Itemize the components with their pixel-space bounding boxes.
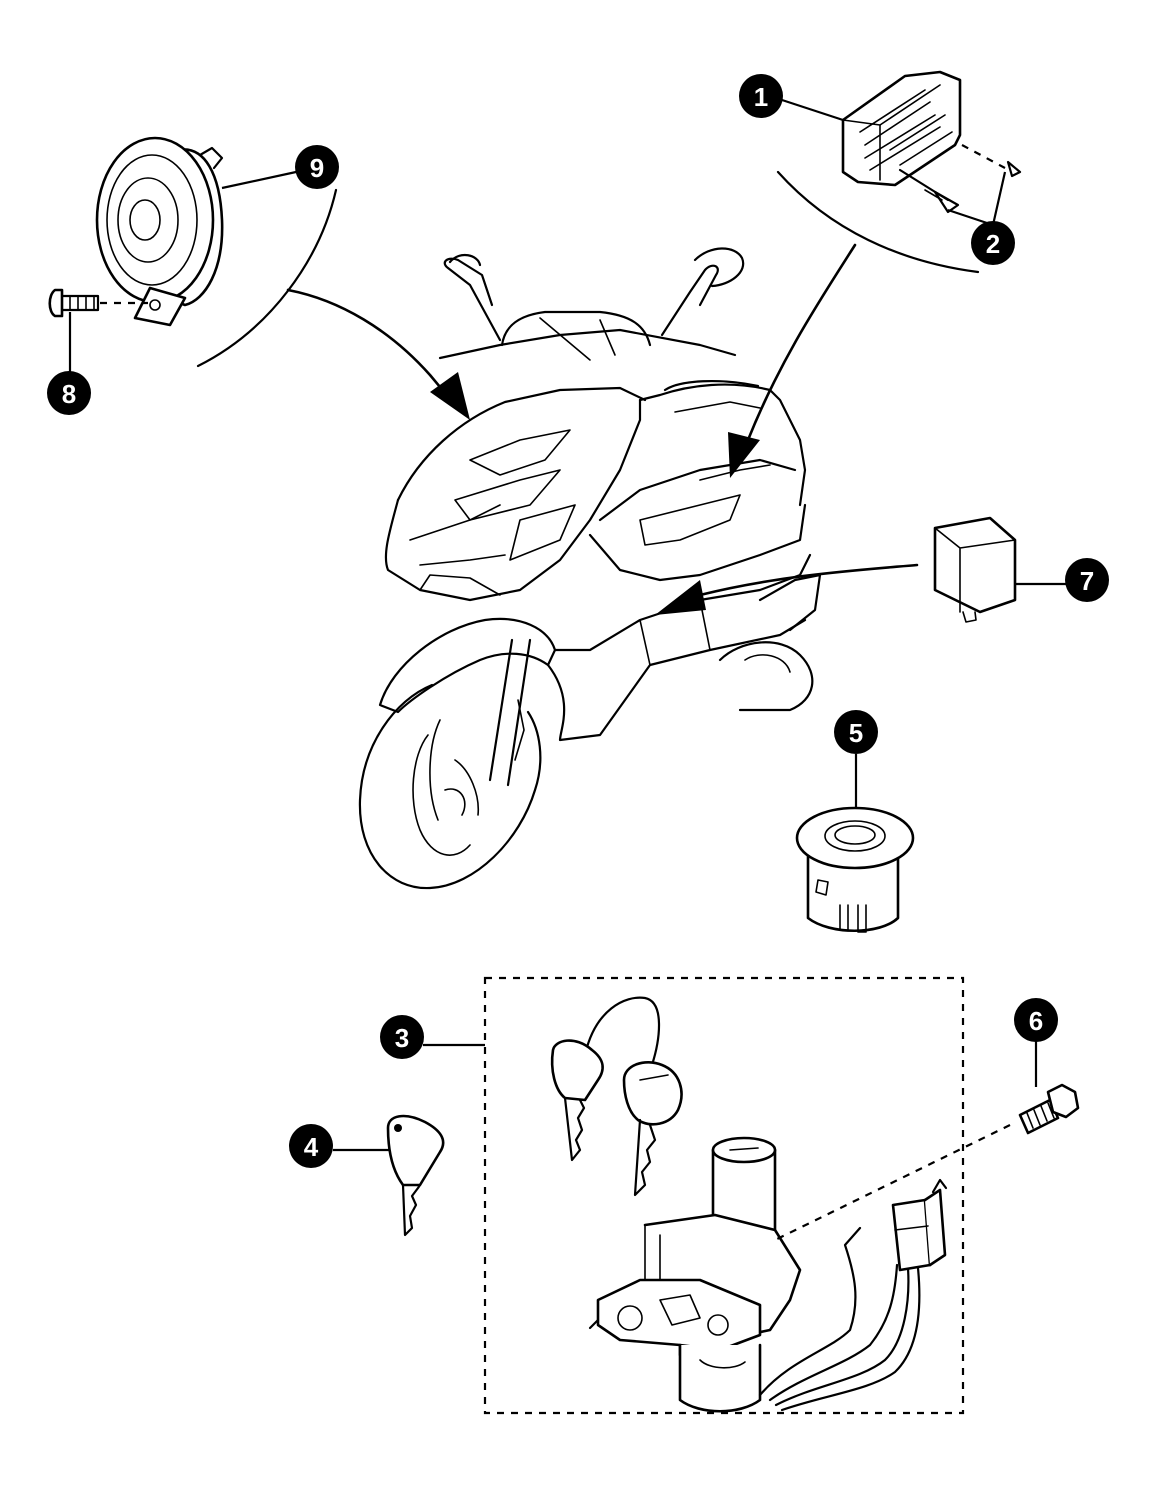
lock-bushing-part [795, 806, 915, 933]
callout-9: 9 [295, 145, 339, 189]
relay-part [933, 516, 1017, 623]
callout-1: 1 [739, 74, 783, 118]
location-arrows [196, 170, 980, 615]
svg-text:7: 7 [1080, 566, 1094, 596]
callout-5: 5 [834, 710, 878, 754]
svg-text:9: 9 [310, 153, 324, 183]
horn-part [48, 136, 224, 327]
callout-badges: 1 2 3 4 5 6 7 8 [47, 74, 1109, 1168]
callout-3: 3 [380, 1015, 424, 1059]
callout-6: 6 [1014, 998, 1058, 1042]
ignition-lock-set [483, 976, 1011, 1415]
callout-7: 7 [1065, 558, 1109, 602]
voltage-regulator-part [841, 70, 1022, 214]
svg-text:6: 6 [1029, 1006, 1043, 1036]
callout-8: 8 [47, 371, 91, 415]
screw-part [1018, 1083, 1080, 1135]
svg-text:1: 1 [754, 82, 768, 112]
callout-2: 2 [971, 221, 1015, 265]
svg-text:5: 5 [849, 718, 863, 748]
callout-4: 4 [289, 1124, 333, 1168]
spare-key-part [386, 1114, 445, 1237]
svg-text:4: 4 [304, 1132, 319, 1162]
svg-text:8: 8 [62, 379, 76, 409]
svg-text:2: 2 [986, 229, 1000, 259]
scooter-illustration [358, 247, 822, 890]
svg-text:3: 3 [395, 1023, 409, 1053]
